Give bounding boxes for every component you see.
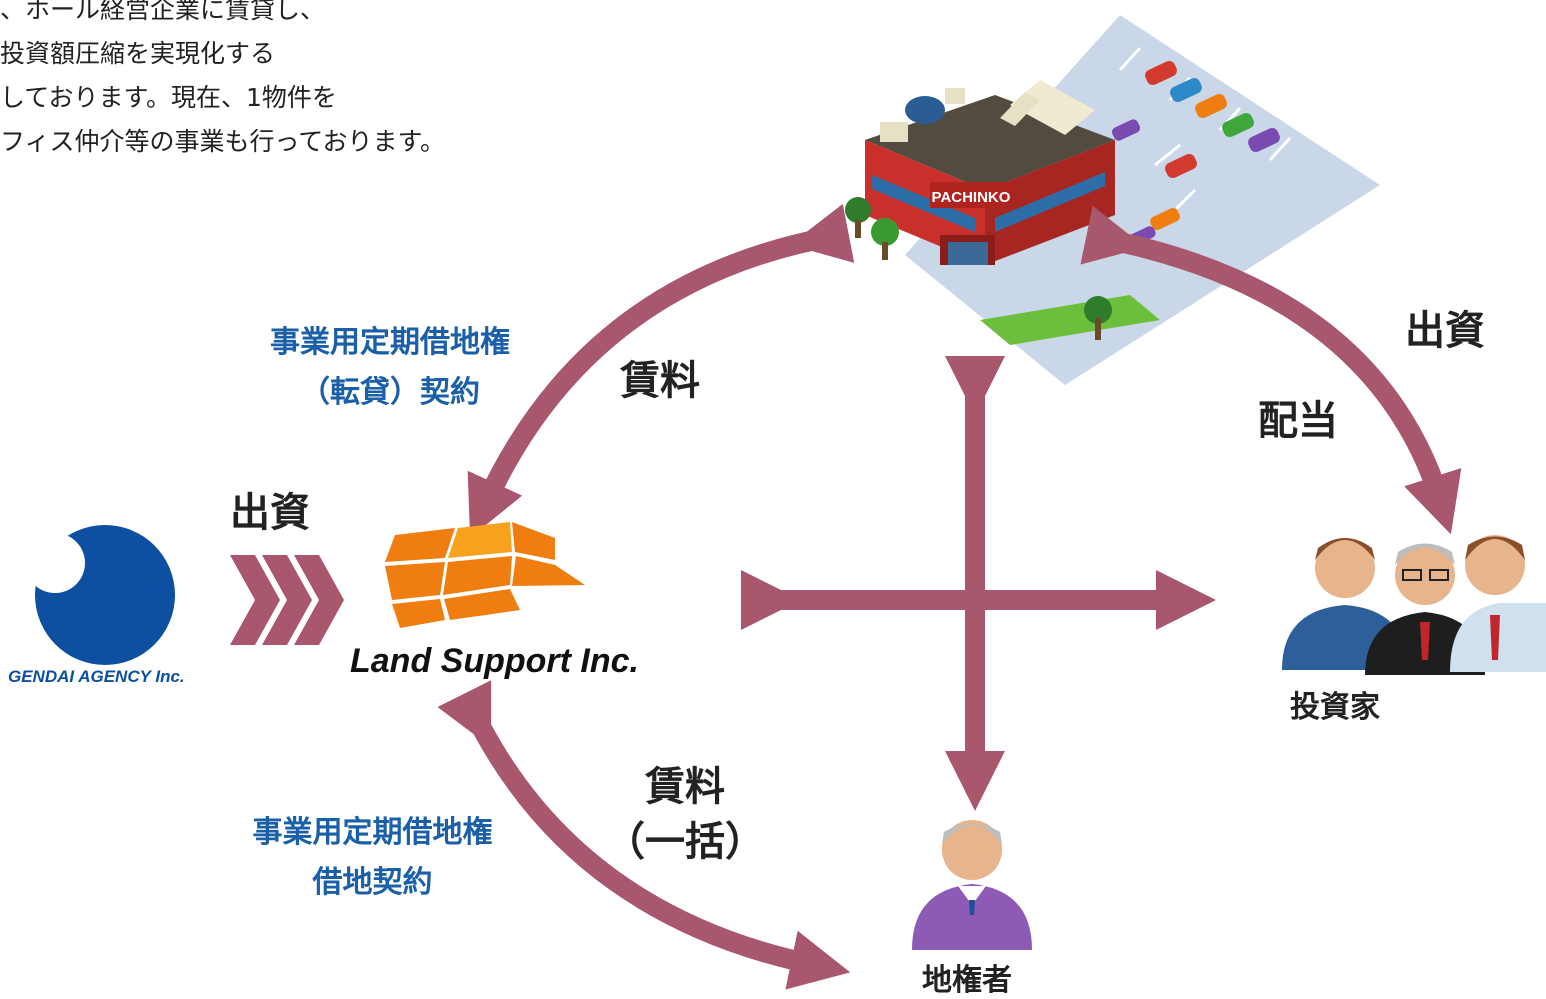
rent-bottom-line1: 賃料 (645, 764, 725, 810)
intro-line: 投資額圧縮を実現化する (0, 39, 276, 68)
gendai-logo: GENDAI AGENCY Inc. (8, 525, 185, 686)
building-sign: PACHINKO (932, 189, 1011, 206)
pachinko-building-illustration: PACHINKO (845, 15, 1380, 385)
rent-top-arrow (467, 203, 855, 538)
investor-people-icon (1282, 535, 1546, 675)
contract-bottom-line2: 借地契約 (312, 865, 433, 900)
investment-chevrons-icon (230, 555, 344, 645)
intro-line: フィス仲介等の事業も行っております。 (0, 127, 446, 156)
rent-bottom-line2: （一括） (605, 819, 765, 865)
intro-line: 、ホール経営企業に賃貸し、 (0, 0, 326, 24)
invest-investor-label: 出資 (1405, 308, 1485, 354)
investor-label: 投資家 (1290, 690, 1380, 725)
contract-bottom-line1: 事業用定期借地権 (252, 815, 493, 850)
investment-arrow (1080, 205, 1462, 535)
intro-text: 、ホール経営企業に賃貸し、 投資額圧縮を実現化する しております。現在、1物件を… (0, 0, 560, 164)
contract-top-line2: （転貸）契約 (300, 375, 480, 410)
rent-top-label: 賃料 (620, 358, 700, 404)
land-support-name: Land Support Inc. (350, 642, 639, 680)
dividend-label: 配当 (1258, 398, 1338, 444)
flow-arrows (437, 203, 1462, 990)
landowner-person-icon (912, 820, 1032, 950)
rent-bottom-arrow (437, 680, 851, 990)
invest-gendai-label: 出資 (230, 490, 310, 536)
contract-top-label: 事業用定期借地権 （転貸）契約 (225, 318, 555, 418)
rent-bottom-label: 賃料 （一括） (600, 760, 770, 870)
intro-line: しております。現在、1物件を (0, 83, 337, 112)
contract-top-line1: 事業用定期借地権 (270, 325, 510, 360)
land-support-logo: Land Support Inc. (350, 522, 639, 680)
contract-bottom-label: 事業用定期借地権 借地契約 (215, 808, 530, 908)
landowner-label: 地権者 (922, 963, 1012, 998)
gendai-name: GENDAI AGENCY Inc. (8, 667, 185, 686)
